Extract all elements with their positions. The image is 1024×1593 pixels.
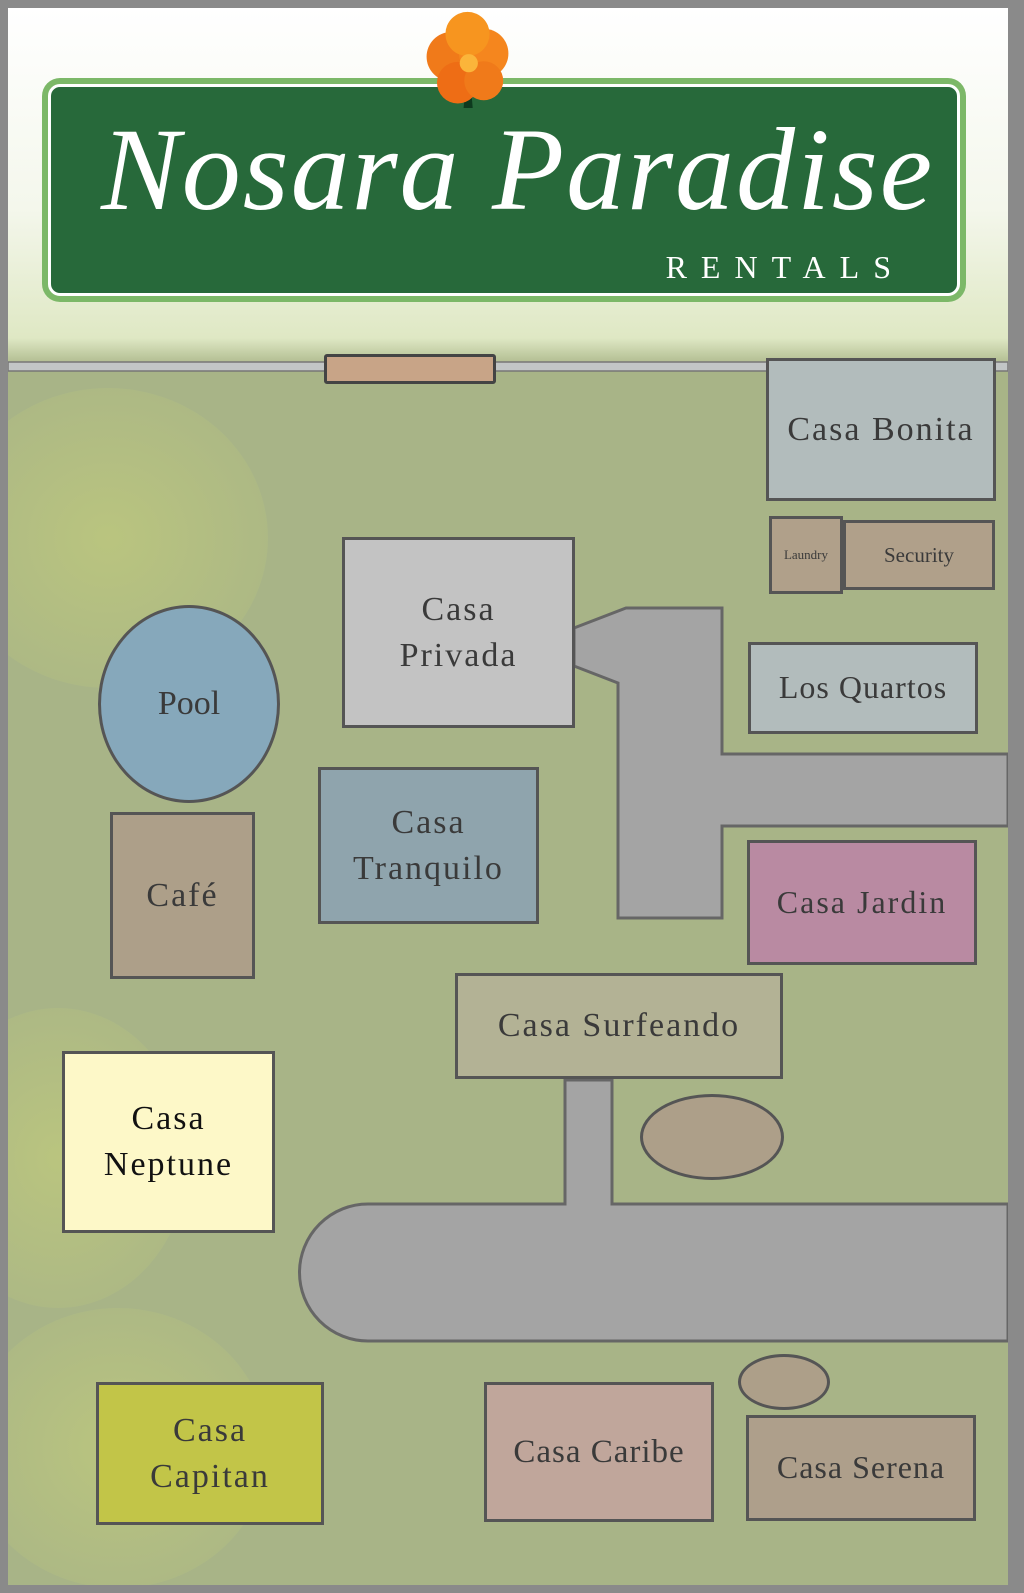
casa-privada[interactable]: Casa Privada: [342, 537, 575, 728]
lower-driveway: [298, 1078, 1008, 1343]
entrance-gate: [324, 354, 496, 384]
brand-subtitle: RENTALS: [665, 249, 905, 285]
roads: [8, 361, 1008, 1343]
security[interactable]: Security: [843, 520, 995, 590]
los-quartos[interactable]: Los Quartos: [748, 642, 978, 734]
casa-serena[interactable]: Casa Serena: [746, 1415, 976, 1521]
flower-icon: [426, 11, 509, 108]
entrance-road: [8, 361, 1008, 372]
small-garden-circle: [738, 1354, 830, 1410]
brand-name: Nosara Paradise: [101, 104, 935, 235]
laundry[interactable]: Laundry: [769, 516, 843, 594]
casa-surfeando[interactable]: Casa Surfeando: [455, 973, 783, 1079]
property-map: Nosara Paradise RENTALS Casa Bonita Laun…: [8, 8, 1008, 1585]
casa-tranquilo[interactable]: Casa Tranquilo: [318, 767, 539, 924]
casa-bonita[interactable]: Casa Bonita: [766, 358, 996, 501]
casa-capitan[interactable]: Casa Capitan: [96, 1382, 324, 1525]
casa-neptune[interactable]: Casa Neptune: [62, 1051, 275, 1233]
upper-driveway: [572, 606, 1008, 920]
logo: Nosara Paradise RENTALS: [42, 11, 966, 302]
cafe[interactable]: Café: [110, 812, 255, 979]
casa-jardin[interactable]: Casa Jardin: [747, 840, 977, 965]
casa-caribe[interactable]: Casa Caribe: [484, 1382, 714, 1522]
garden-circle: [640, 1094, 784, 1180]
pool[interactable]: Pool: [98, 605, 280, 803]
